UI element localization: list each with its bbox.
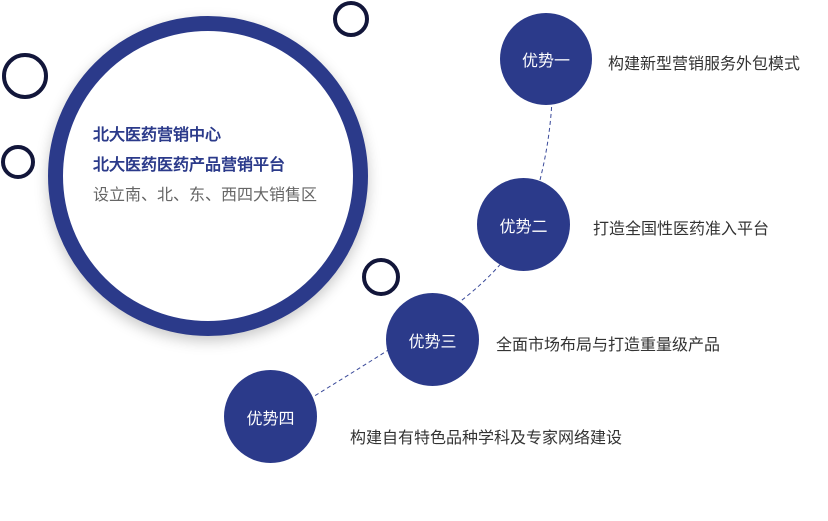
advantage-label-2: 优势二 (499, 216, 548, 236)
advantage-node-3: 优势三 (386, 293, 479, 386)
decor-ring (362, 258, 400, 296)
advantage-node-1: 优势一 (500, 13, 592, 105)
decor-ring (333, 1, 369, 37)
center-title: 北大医药营销中心 (93, 125, 222, 144)
decor-ring (2, 53, 48, 99)
advantage-node-4: 优势四 (224, 370, 317, 463)
advantage-text-3: 全面市场布局与打造重量级产品 (496, 335, 721, 354)
advantage-label-1: 优势一 (521, 51, 570, 70)
advantage-label-4: 优势四 (246, 408, 295, 428)
decor-ring (1, 145, 35, 179)
dashed-connector (299, 99, 553, 406)
advantage-text-2: 打造全国性医药准入平台 (593, 219, 770, 238)
center-subtitle: 北大医药医药产品营销平台 (93, 155, 286, 174)
advantage-text-1: 构建新型营销服务外包模式 (608, 54, 801, 73)
advantage-label-3: 优势三 (408, 331, 457, 351)
advantage-text-4: 构建自有特色品种学科及专家网络建设 (350, 428, 623, 447)
center-description: 设立南、北、东、西四大销售区 (93, 185, 318, 204)
center-text: 北大医药营销中心 北大医药医药产品营销平台 设立南、北、东、西四大销售区 (93, 120, 317, 210)
advantage-node-2: 优势二 (477, 178, 570, 271)
